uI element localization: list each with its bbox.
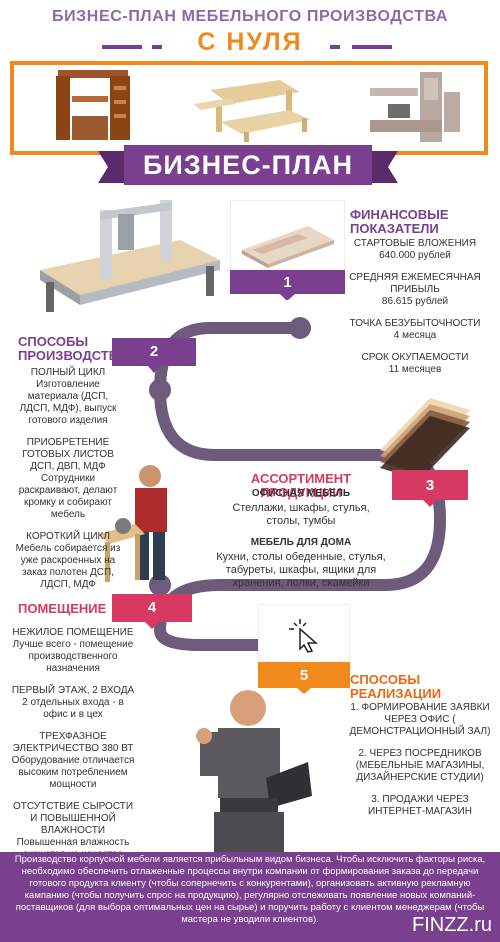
footer-panel [0, 852, 500, 942]
premises-label: НЕЖИЛОЕ ПОМЕЩЕНИЕ [12, 627, 134, 638]
production-text: Сотрудники раскраивают, делают кромку и … [18, 473, 118, 520]
title-dash-right [352, 45, 392, 49]
premises-heading: ПОМЕЩЕНИЕ [18, 601, 107, 616]
title-dash-left [102, 45, 142, 49]
sales-heading: СПОСОБЫ РЕАЛИЗАЦИИ [350, 672, 442, 701]
sales-item: 2. ЧЕРЕЗ ПОСРЕДНИКОВ (МЕБЕЛЬНЫЕ МАГАЗИНЫ… [355, 748, 485, 783]
brand-logo[interactable]: FINZZ.ru [412, 914, 492, 936]
worker-laptop-image [196, 690, 312, 852]
step-2-number: 2 [149, 343, 159, 360]
banknotes-image [242, 226, 334, 268]
banner-wing-right [368, 151, 398, 183]
production-heading: СПОСОБЫ ПРОИЗВОДСТВА [18, 334, 127, 363]
financial-list: СТАРТОВЫЕ ВЛОЖЕНИЯ 640.000 рублей СРЕДНЯ… [345, 238, 485, 376]
step-1-number: 1 [283, 274, 292, 291]
assortment-office-text: Стеллажи, шкафы, стулья, столы, тумбы [232, 502, 370, 527]
premises-label: ТРЕХФАЗНОЕ ЭЛЕКТРИЧЕСТВО 380 ВТ [12, 731, 134, 754]
financial-value: 11 месяцев [388, 364, 442, 375]
financial-label: ТОЧКА БЕЗУБЫТОЧНОСТИ [349, 318, 481, 329]
premises-label: ОТСУТСТВИЕ СЫРОСТИ И ПОВЫШЕННОЙ ВЛАЖНОСТ… [12, 801, 134, 836]
step-5-number: 5 [299, 667, 309, 684]
assortment-home-text: Кухни, столы обеденные, стулья, табуреты… [216, 551, 386, 589]
business-plan-banner: БИЗНЕС-ПЛАН [124, 145, 372, 185]
step-3-card [392, 470, 468, 507]
banner-wing-left [98, 151, 128, 183]
step-2-card [112, 338, 196, 373]
sales-list: 1. ФОРМИРОВАНИЕ ЗАЯВКИ ЧЕРЕЗ ОФИС ( ДЕМО… [345, 702, 495, 818]
production-list: ПОЛНЫЙ ЦИКЛ Изготовление материала (ДСП,… [14, 367, 122, 591]
sales-item: 3. ПРОДАЖИ ЧЕРЕЗ ИНТЕРНЕТ-МАГАЗИН [368, 794, 472, 817]
wardrobe-image [56, 70, 130, 140]
financial-label: СРОК ОКУПАЕМОСТИ [361, 352, 469, 363]
cnc-machine-image [40, 200, 220, 312]
step-4-card [112, 594, 192, 629]
financial-value: 86.615 рублей [381, 296, 449, 307]
assortment-home-label: МЕБЕЛЬ ДЛЯ ДОМА [250, 537, 352, 548]
title-dash-left-short [152, 45, 162, 49]
assortment-office-label: ОФИСНАЯ МЕБЕЛЬ [251, 488, 351, 499]
financial-value: 4 месяца [393, 330, 437, 341]
tv-wall-image [370, 72, 460, 142]
production-label: ПОЛНЫЙ ЦИКЛ [30, 367, 106, 378]
premises-label: ПЕРВЫЙ ЭТАЖ, 2 ВХОДА [11, 685, 135, 696]
production-label: КОРОТКИЙ ЦИКЛ [26, 531, 110, 542]
page-subtitle: С НУЛЯ [197, 28, 303, 56]
bench-table-image [194, 80, 310, 142]
assortment-heading: АССОРТИМЕНТ ПРОДУКЦИИ [250, 471, 352, 500]
production-label: ПРИОБРЕТЕНИЕ ГОТОВЫХ ЛИСТОВ ДСП, ДВП, МД… [22, 437, 114, 472]
premises-text: Оборудование отличается высоким потребле… [11, 755, 135, 790]
step-4-number: 4 [147, 599, 157, 616]
cursor-click-icon [289, 619, 318, 653]
premises-text: 2 отдельных входа - в офис и в цех [22, 697, 124, 720]
premises-text: Лучше всего - помещение производственног… [12, 639, 134, 674]
production-text: Изготовление материала (ДСП, ЛДСП, МДФ),… [19, 379, 117, 426]
title-dash-right-short [330, 45, 340, 49]
financial-label: СТАРТОВЫЕ ВЛОЖЕНИЯ [353, 238, 477, 249]
financial-label: СРЕДНЯЯ ЕЖЕМЕСЯЧНАЯ ПРИБЫЛЬ [349, 272, 481, 295]
carpenter-image [99, 465, 167, 582]
footer-text: Производство корпусной мебели является п… [14, 854, 486, 925]
production-text: Мебель собирается из уже раскроенных на … [15, 543, 121, 590]
premises-list: НЕЖИЛОЕ ПОМЕЩЕНИЕ Лучше всего - помещени… [10, 627, 136, 885]
wood-boards-image [380, 398, 470, 480]
page-title: БИЗНЕС-ПЛАН МЕБЕЛЬНОГО ПРОИЗВОДСТВА [51, 8, 449, 25]
sales-item: 1. ФОРМИРОВАНИЕ ЗАЯВКИ ЧЕРЕЗ ОФИС ( ДЕМО… [349, 702, 491, 737]
financial-heading: ФИНАНСОВЫЕ ПОКАЗАТЕЛИ [350, 207, 449, 236]
step-3-number: 3 [425, 477, 435, 494]
financial-value: 640.000 рублей [379, 250, 451, 261]
